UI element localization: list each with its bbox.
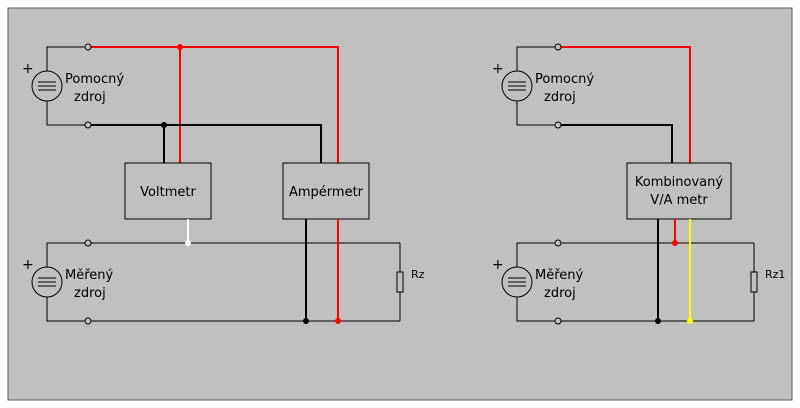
right-red-aux-wire [558,46,691,163]
ammeter-label: Ampérmetr [289,185,364,200]
terminal [554,43,562,51]
terminal [84,43,92,51]
left-black-junction [161,122,167,128]
left-load-resistor [396,271,404,293]
right-aux-label-2: zdroj [544,90,576,105]
right-measured-label-2: zdroj [544,286,576,301]
left-measured-label-2: zdroj [74,286,106,301]
left-aux-source: + Pomocný zdroj [22,61,124,105]
right-load-label: Rz1 [765,268,785,281]
right-black-aux-wire [558,124,673,163]
voltmeter-box [124,162,212,220]
right-black-junction [655,318,661,324]
left-measured-source: + Měřený zdroj [22,257,114,301]
left-circuit: + Pomocný zdroj Voltmetr Ampérmetr + Měř… [22,43,425,325]
terminal [554,317,562,325]
right-aux-plus: + [492,61,504,77]
left-white-junction [185,240,191,246]
left-red-aux-wire [88,46,339,163]
left-aux-plus: + [22,61,34,77]
left-measured-plus: + [22,257,34,273]
terminal [554,239,562,247]
ammeter-box [282,162,370,220]
right-circuit: + Pomocný zdroj Kombinovaný V/A metr + M… [492,43,785,325]
terminal [84,239,92,247]
left-black-bottom-junction [303,318,309,324]
left-red-junction [177,44,183,50]
combined-meter-label-1: Kombinovaný [635,175,723,190]
right-yellow-junction [687,318,693,324]
terminal [84,317,92,325]
right-load-resistor [750,271,758,293]
right-measured-source: + Měřený zdroj [492,257,584,301]
left-load-label: Rz [411,268,425,281]
right-measured-label-1: Měřený [535,268,584,283]
right-measured-plus: + [492,257,504,273]
right-aux-label-1: Pomocný [535,72,594,87]
combined-meter-label-2: V/A metr [650,193,708,208]
left-aux-label-1: Pomocný [65,72,124,87]
left-measured-label-1: Měřený [65,268,114,283]
left-red-bottom-junction [335,318,341,324]
terminal [554,121,562,129]
terminal [84,121,92,129]
right-red-junction [672,240,678,246]
left-aux-label-2: zdroj [74,90,106,105]
right-aux-source: + Pomocný zdroj [492,61,594,105]
voltmeter-label: Voltmetr [140,185,196,200]
combined-meter-box [626,162,732,220]
